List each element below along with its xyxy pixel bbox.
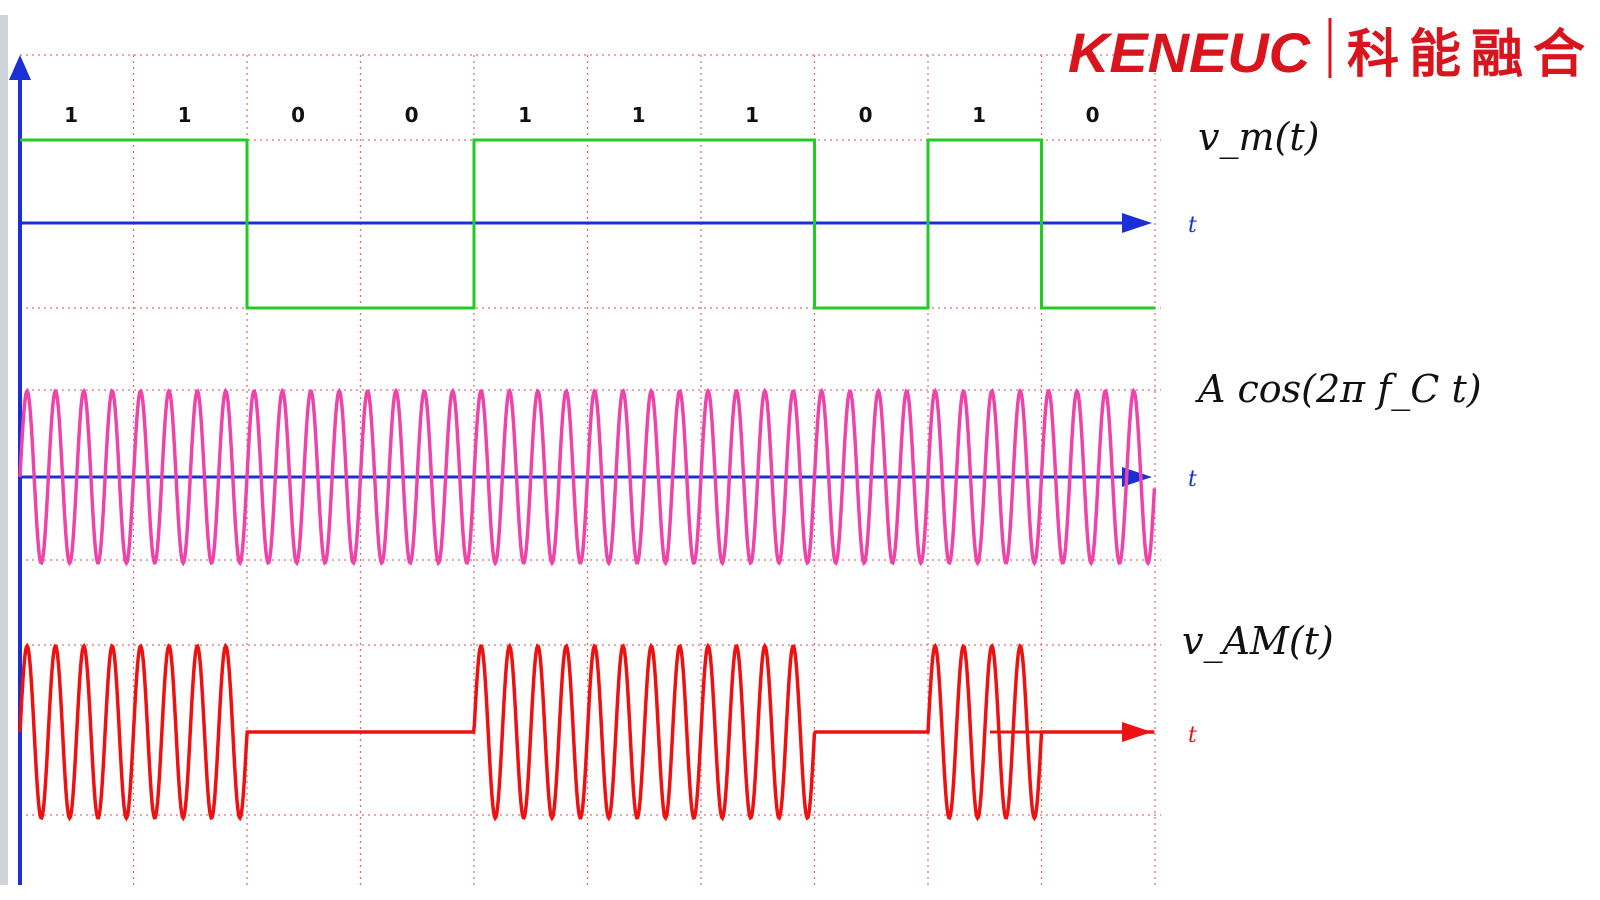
message-signal-label: v_m(t) [1198, 115, 1319, 160]
logo-brand-text: KENEUC [1068, 21, 1312, 84]
bit-label: 1 [64, 103, 78, 127]
carrier-signal-waveform [18, 387, 1157, 567]
carrier-time-label: t [1188, 467, 1197, 492]
bit-labels: 1 1 0 0 1 1 1 0 1 0 [64, 103, 1099, 127]
am-time-axis-arrow-icon [1122, 722, 1152, 742]
message-time-label: t [1188, 213, 1197, 238]
am-signal-waveform [18, 642, 1155, 822]
bit-label: 1 [632, 103, 646, 127]
vertical-axis-arrow-icon [9, 55, 31, 80]
carrier-time-axis-arrow-icon [1122, 467, 1152, 487]
bit-label: 0 [1086, 103, 1100, 127]
bit-label: 1 [518, 103, 532, 127]
bit-label: 1 [972, 103, 986, 127]
am-signal-label: v_AM(t) [1182, 619, 1334, 664]
bit-label: 1 [745, 103, 759, 127]
axes [9, 55, 1152, 885]
message-time-axis-arrow-icon [1122, 213, 1152, 233]
bit-label: 0 [291, 103, 305, 127]
logo-chinese-text: 科能融合 [1347, 25, 1595, 85]
bit-label: 0 [859, 103, 873, 127]
left-edge-bar [0, 15, 8, 885]
bit-label: 1 [178, 103, 192, 127]
bit-label: 0 [405, 103, 419, 127]
keneuc-logo: KENEUC 科能融合 [1068, 18, 1595, 85]
message-signal-waveform [20, 138, 1155, 310]
am-time-label: t [1188, 723, 1197, 748]
carrier-signal-label: A cos(2π f_C t) [1195, 367, 1482, 412]
